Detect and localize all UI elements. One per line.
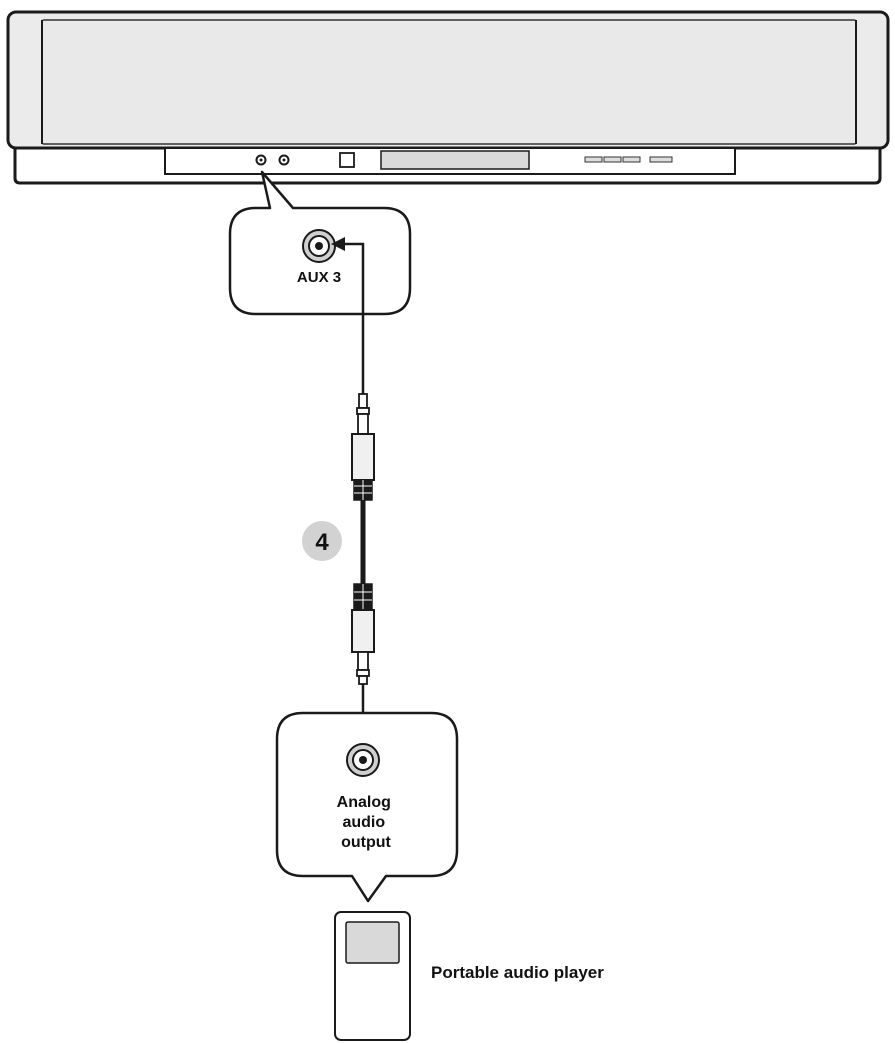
portable-player-label: Portable audio player [431,963,604,982]
arrow-to-aux-icon [331,237,345,251]
player-screen [345,921,400,964]
analog-output-jack-icon [346,743,380,777]
bottom-mini-plug [351,583,375,685]
output-callout: Analog audio output [275,711,459,903]
panel-display [380,150,530,170]
soundbar-unit [6,10,890,185]
panel-button-2 [603,156,622,163]
aux-3-jack-icon [302,229,336,263]
analog-output-line-1: Analog [337,794,391,811]
analog-output-line-3: output [341,834,391,851]
panel-button-1 [584,156,603,163]
panel-button-4 [649,156,673,163]
step-number: 4 [315,529,329,556]
step-badge: 4 [302,521,342,561]
aux-callout: AUX 3 [228,170,412,316]
output-callout-bubble [275,711,459,903]
top-mini-plug [351,393,375,501]
soundbar-grille [41,19,857,145]
portable-player-icon [334,911,411,1041]
analog-output-label: Analog audio output [337,794,396,851]
panel-button-3 [622,156,641,163]
analog-output-line-2: audio [342,814,385,831]
panel-square-button [339,152,355,168]
aux-port-label: AUX 3 [297,269,341,286]
cable-top-lead [331,237,365,394]
